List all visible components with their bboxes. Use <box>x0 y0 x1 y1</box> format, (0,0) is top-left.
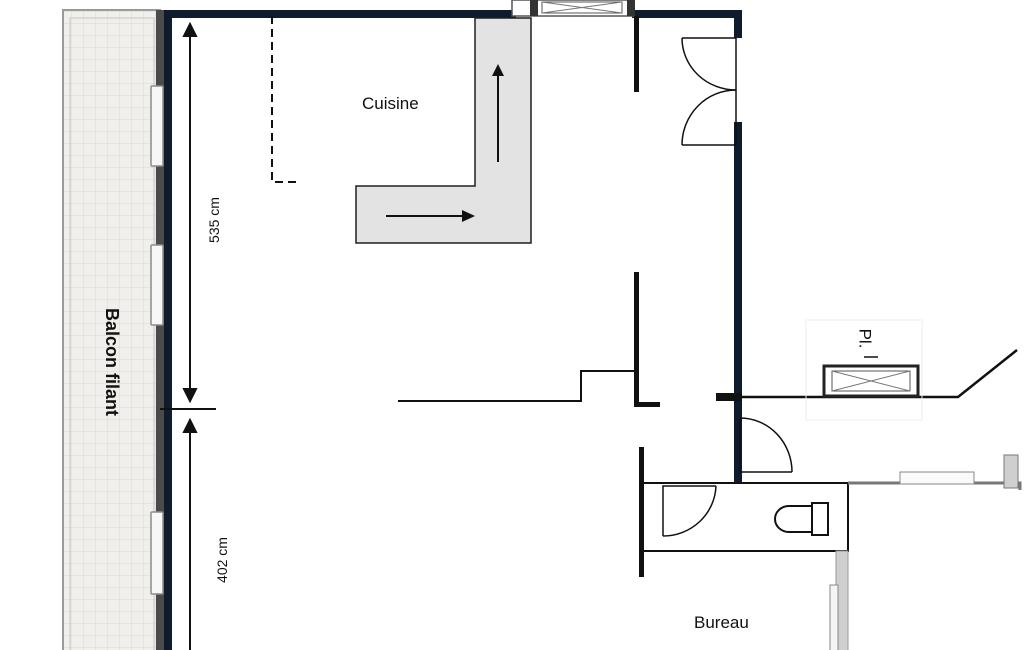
toilet-icon <box>774 502 829 536</box>
balcony-label: Balcon filant <box>102 308 122 417</box>
window-left-2 <box>150 244 164 326</box>
closet-area <box>716 319 1018 421</box>
room-label-kitchen: Cuisine <box>362 94 419 113</box>
dimension-line-lower <box>182 417 198 650</box>
partition-mid-foot <box>634 402 660 407</box>
wc-block <box>642 454 1022 650</box>
facade-strip <box>156 10 164 650</box>
wall-east-top <box>734 10 742 38</box>
kitchen-counter <box>355 17 532 244</box>
wall-east-mid <box>734 122 742 484</box>
partition-top <box>634 16 639 92</box>
closet-door <box>739 417 793 473</box>
wall-north-b <box>632 10 742 18</box>
balcony-strip <box>62 9 161 650</box>
room-label-closet: Pl. <box>855 328 875 349</box>
partition-mid <box>634 272 639 406</box>
wall-north-a <box>164 10 516 18</box>
dimension-line-upper <box>182 21 198 404</box>
counter-arrow-up-head <box>492 64 504 76</box>
dimension-label-lower: 402 cm <box>214 537 230 583</box>
counter-arrow-right-head <box>462 210 475 222</box>
dashed-cabinet-line <box>271 16 300 183</box>
room-label-office: Bureau <box>694 613 749 632</box>
partition-low <box>639 447 644 577</box>
wc-door <box>662 485 717 537</box>
vent-top <box>511 0 635 17</box>
double-door <box>681 37 737 146</box>
window-left-1 <box>150 85 164 167</box>
wall-west <box>164 10 172 650</box>
partition-thin <box>398 370 634 402</box>
dimension-label-upper: 535 cm <box>206 197 222 243</box>
window-left-3 <box>150 511 164 595</box>
